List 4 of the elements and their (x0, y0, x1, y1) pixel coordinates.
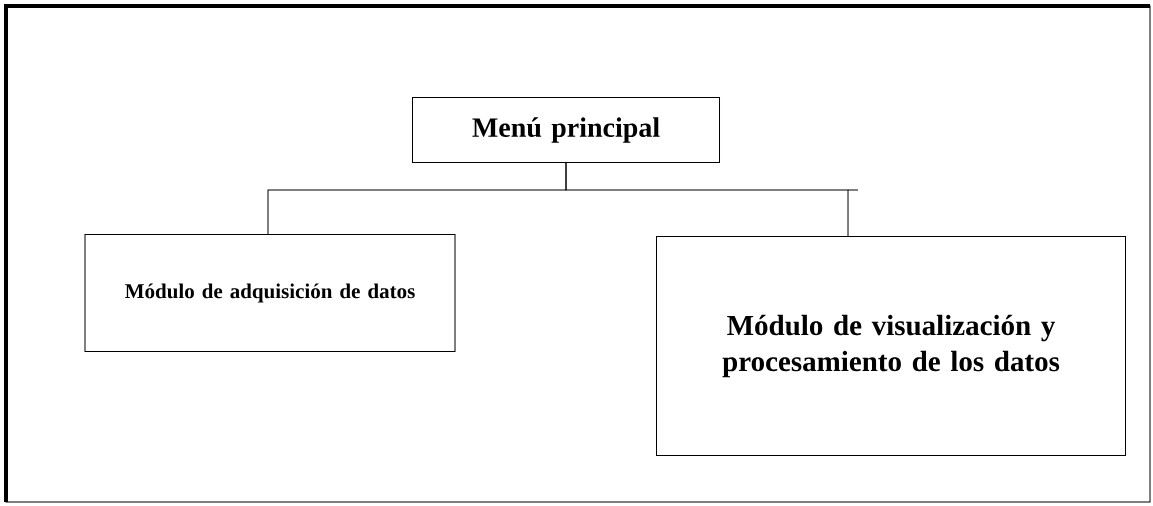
module-box: Módulo de visualización y procesamiento de los datos (656, 236, 1126, 456)
module-box: Módulo de adquisición de datos (84, 234, 456, 352)
module-box: Menú principal (412, 97, 720, 163)
connector-line (565, 162, 849, 237)
